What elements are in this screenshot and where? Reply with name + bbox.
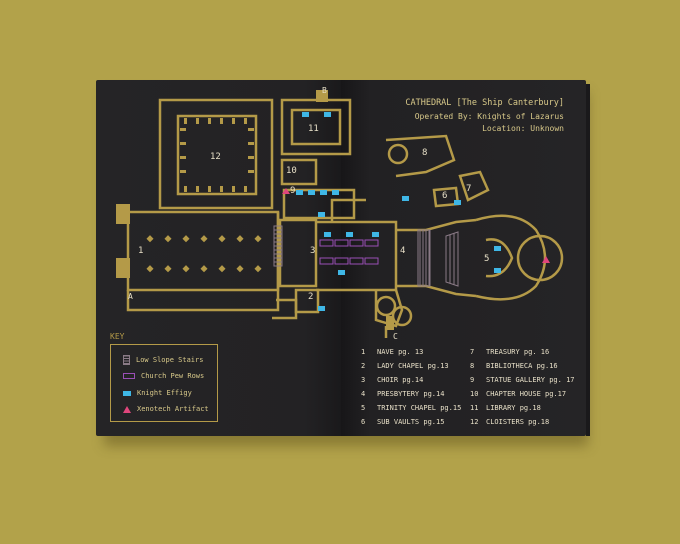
open-book: 1 2 3 4 5 6 7 8 9 10 11 12 A B C CATHEDR…	[96, 80, 590, 436]
key-row-stairs: Low Slope Stairs	[123, 355, 203, 365]
map-label-choir: 3	[310, 246, 316, 256]
map-label-bibliotheca: 8	[422, 148, 428, 158]
cathedral-floor-plan	[116, 90, 564, 338]
effigy-icon	[123, 390, 131, 396]
map-label-statue-gallery: 9	[290, 186, 296, 196]
key-row-pews: Church Pew Rows	[123, 372, 204, 380]
pew-rows	[319, 239, 379, 265]
map-label-lady-chapel: 2	[308, 292, 314, 302]
pew-icon	[123, 373, 135, 379]
artifact-icon	[123, 405, 131, 413]
map-label-chapter-house: 10	[286, 166, 297, 176]
key-row-artifact: Xenotech Artifact	[123, 405, 209, 413]
map-label-cloisters: 12	[210, 152, 221, 162]
nave-piers	[146, 235, 262, 273]
entrance-c-label: C	[393, 332, 398, 341]
stairs-east	[417, 229, 431, 287]
left-page	[96, 80, 341, 436]
xenotech-artifacts	[282, 188, 550, 263]
entrance-a-label: A	[128, 292, 133, 301]
key-title: KEY	[110, 332, 125, 341]
map-label-trinity-chapel: 5	[484, 254, 490, 264]
map-label-nave: 1	[138, 246, 144, 256]
key-row-effigy: Knight Effigy	[123, 389, 192, 397]
map-label-sub-vaults: 6	[442, 191, 448, 201]
map-label-presbytery: 4	[400, 246, 406, 256]
stairs-icon	[123, 355, 130, 365]
key-box: Low Slope Stairs Church Pew Rows Knight …	[110, 344, 218, 422]
location: Location: Unknown	[482, 124, 564, 133]
operated-by: Operated By: Knights of Lazarus	[414, 112, 564, 121]
cloisters-outline	[158, 98, 274, 210]
entrance-b-label: B	[322, 86, 327, 95]
map-label-treasury: 7	[466, 184, 472, 194]
nave-outline	[126, 210, 280, 292]
map-label-library: 11	[308, 124, 319, 134]
map-title: CATHEDRAL [The Ship Canterbury]	[405, 98, 564, 108]
knight-effigies	[296, 112, 501, 311]
